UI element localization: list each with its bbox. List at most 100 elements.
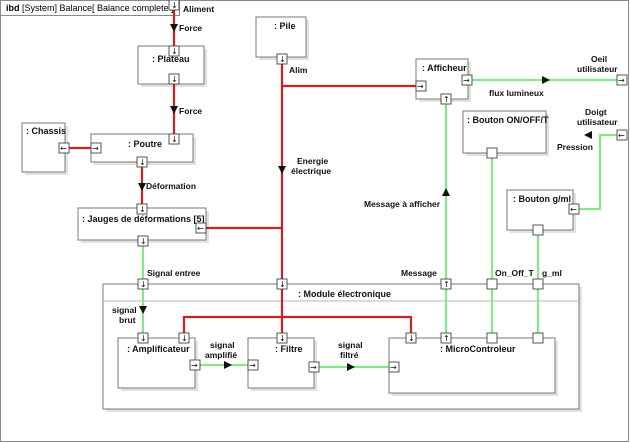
svg-text:←: ← xyxy=(60,144,67,153)
block-pile[interactable]: : Pile xyxy=(255,16,309,60)
port-plateau-out xyxy=(168,73,180,85)
svg-text:←: ← xyxy=(197,224,204,233)
arrow-signal-amplifie xyxy=(224,361,232,369)
port-micro-message xyxy=(440,332,452,344)
port-module-signal xyxy=(137,278,149,290)
port-ampli-in xyxy=(137,332,149,344)
block-filtre[interactable]: : Filtre xyxy=(247,337,317,391)
label-signal-filtre-2: filtré xyxy=(340,350,359,360)
svg-text:↓: ↓ xyxy=(408,334,415,343)
svg-text:→: → xyxy=(310,363,317,372)
svg-text:↓: ↓ xyxy=(279,280,286,289)
label-signal-brut-2: brut xyxy=(119,315,136,325)
port-ampli-energie xyxy=(178,332,190,344)
svg-text:↓: ↓ xyxy=(171,47,178,56)
label-force-1: Force xyxy=(179,23,202,33)
block-pile-title: : Pile xyxy=(274,21,296,31)
port-jauges-out xyxy=(137,235,149,247)
svg-text:↓: ↓ xyxy=(140,334,147,343)
label-energie-1: Energie xyxy=(297,156,328,166)
label-doigt-2: utilisateur xyxy=(577,117,618,127)
arrow-deformation xyxy=(138,183,146,191)
svg-text:→: → xyxy=(191,361,198,370)
block-amplificateur-title: : Amplificateur xyxy=(127,344,190,354)
block-microcontroleur-title: : MicroControleur xyxy=(440,344,516,354)
label-signal-filtre-1: signal xyxy=(338,340,363,350)
svg-text:↓: ↓ xyxy=(171,135,178,144)
arrow-pression xyxy=(584,131,592,139)
arrow-message xyxy=(442,188,450,196)
port-afficheur-alim xyxy=(415,80,427,92)
svg-text:↓: ↓ xyxy=(139,158,146,167)
port-pile xyxy=(276,53,288,65)
port-filtre-in xyxy=(247,359,259,371)
svg-text:↓: ↓ xyxy=(140,237,147,246)
arrow-signal-brut xyxy=(139,306,147,314)
block-chassis[interactable]: : Chassis xyxy=(21,122,68,175)
port-bouton-g-out xyxy=(532,224,544,236)
svg-text:←: ← xyxy=(570,205,577,214)
port-filtre-energie xyxy=(276,332,288,344)
port-micro-energie xyxy=(405,332,417,344)
label-signal-entree: Signal entree xyxy=(147,268,201,278)
label-signal-brut-1: signal xyxy=(112,305,137,315)
flow-energie-ampli-micro xyxy=(182,315,413,338)
port-micro-onoff xyxy=(486,332,498,344)
flow-pression xyxy=(573,133,622,211)
label-signal-amplifie-1: signal xyxy=(210,340,235,350)
svg-text:↓: ↓ xyxy=(279,55,286,64)
port-poutre-out xyxy=(136,156,148,168)
label-on-off-t: On_Off_T xyxy=(495,268,535,278)
arrow-energie xyxy=(278,166,286,174)
block-filtre-title: : Filtre xyxy=(275,344,303,354)
svg-text:→: → xyxy=(390,363,397,372)
label-deformation: Déformation xyxy=(146,181,196,191)
label-oeil-1: Oeil xyxy=(591,54,607,64)
svg-text:↑: ↑ xyxy=(443,280,450,289)
svg-text:↓: ↓ xyxy=(279,334,286,343)
port-module-message xyxy=(440,278,452,290)
port-plateau-in xyxy=(168,45,180,57)
port-poutre-in xyxy=(168,133,180,145)
block-module-title: : Module électronique xyxy=(298,289,391,299)
svg-text:↓: ↓ xyxy=(139,205,146,214)
svg-text:→: → xyxy=(463,76,470,85)
block-bouton-onoff[interactable]: : Bouton ON/OFF/T xyxy=(462,110,549,156)
svg-text:↓: ↓ xyxy=(140,280,147,289)
flow-labels: Aliment Force Force Déformation Signal e… xyxy=(112,4,618,360)
label-aliment: Aliment xyxy=(183,4,214,14)
svg-text:→: → xyxy=(417,82,424,91)
block-poutre-title: : Poutre xyxy=(128,139,162,149)
diagram-kind: ibd xyxy=(6,3,20,13)
block-plateau-title: : Plateau xyxy=(152,54,190,64)
block-amplificateur[interactable]: : Amplificateur xyxy=(117,337,198,391)
block-microcontroleur[interactable]: : MicroControleur xyxy=(388,337,558,396)
port-micro-gml xyxy=(532,332,544,344)
block-jauges-title: : Jauges de déformations [5] xyxy=(82,214,205,224)
block-bouton-g[interactable]: : Bouton g/ml xyxy=(506,189,576,233)
label-alim: Alim xyxy=(289,65,308,75)
block-afficheur-title: : Afficheur xyxy=(422,63,467,73)
port-chassis xyxy=(58,142,70,154)
port-module-energie xyxy=(276,278,288,290)
port-glyphs: ↓↓↓ ↓→↓ ←↓← ↓↓→ →↑→ ←←↓ ↓↑↓ ↓→↓ →→↓ ↑→ xyxy=(60,1,625,372)
port-afficheur-flux xyxy=(461,74,473,86)
port-module-onoff xyxy=(486,278,498,290)
port-filtre-out xyxy=(308,361,320,373)
svg-text:↓: ↓ xyxy=(171,1,178,10)
label-message-a-afficher: Message à afficher xyxy=(364,199,441,209)
label-doigt-1: Doigt xyxy=(585,107,607,117)
label-energie-2: électrique xyxy=(291,166,331,176)
port-bouton-g-in xyxy=(568,203,580,215)
arrow-force-2 xyxy=(170,106,178,114)
port-jauges-in xyxy=(136,203,148,215)
block-chassis-title: : Chassis xyxy=(26,126,66,136)
port-micro-in xyxy=(388,361,400,373)
svg-text:↑: ↑ xyxy=(443,95,450,104)
label-force-2: Force xyxy=(179,106,202,116)
label-message: Message xyxy=(401,268,437,278)
svg-text:→: → xyxy=(249,361,256,370)
block-bouton-g-title: : Bouton g/ml xyxy=(513,194,571,204)
port-jauges-energie xyxy=(195,222,207,234)
